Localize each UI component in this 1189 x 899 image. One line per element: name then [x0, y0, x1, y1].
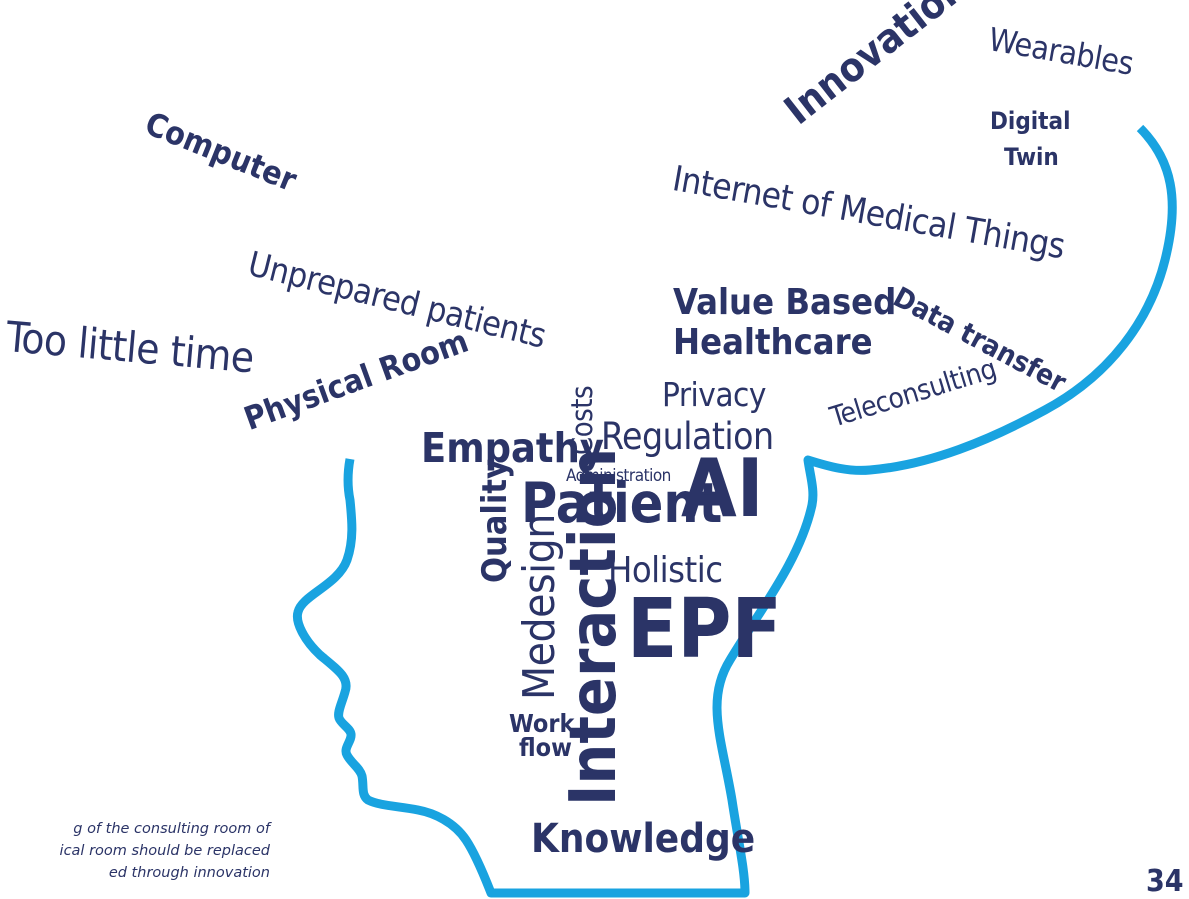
- word-epf: EPF: [627, 582, 782, 677]
- word-twin: Twin: [1004, 143, 1059, 171]
- word-flow: flow: [519, 733, 572, 762]
- word-healthcare: Healthcare: [673, 322, 873, 363]
- word-holistic: Holistic: [608, 550, 723, 591]
- word-quality: Quality: [475, 459, 515, 583]
- word-value-based: Value Based: [673, 282, 897, 323]
- caption-line-3: ed through innovation: [108, 865, 270, 881]
- word-privacy: Privacy: [662, 375, 766, 414]
- word-digital: Digital: [990, 107, 1071, 135]
- word-ai: AI: [681, 442, 764, 535]
- page-number: 34: [1146, 864, 1184, 899]
- word-knowledge: Knowledge: [531, 816, 756, 862]
- word-work: Work: [509, 709, 575, 738]
- word-administration: Administration: [566, 466, 671, 486]
- word-empathy: Empathy: [421, 424, 604, 472]
- figure-caption: g of the consulting room of ical room sh…: [0, 818, 270, 884]
- word-medesign: Medesign: [514, 514, 565, 700]
- caption-line-1: g of the consulting room of: [73, 821, 270, 837]
- head-profile-line: [292, 124, 1177, 898]
- word-regulation: Regulation: [601, 415, 774, 458]
- word-patient: Patient: [521, 471, 723, 535]
- caption-line-2: ical room should be replaced: [59, 843, 270, 859]
